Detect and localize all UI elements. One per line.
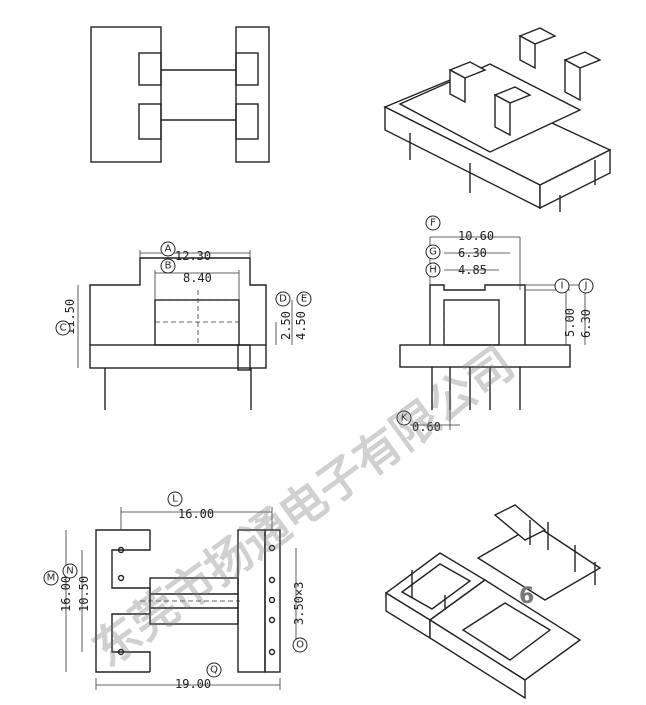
svg-text:N: N bbox=[66, 566, 73, 577]
svg-text:I: I bbox=[561, 281, 564, 292]
dim-j: 6.30 bbox=[579, 309, 593, 338]
tag-k: K bbox=[396, 410, 412, 426]
tag-o: O bbox=[292, 637, 308, 653]
dim-h: 4.85 bbox=[458, 263, 487, 277]
dim-i: 5.00 bbox=[563, 308, 577, 337]
page-number: 6 bbox=[519, 584, 534, 609]
tag-m: M bbox=[43, 570, 59, 586]
tag-n: N bbox=[62, 563, 78, 579]
svg-text:J: J bbox=[584, 281, 588, 292]
svg-text:O: O bbox=[296, 640, 304, 651]
tag-b: B bbox=[160, 258, 176, 274]
front-view-dimensions: 12.30 8.40 11.50 2.50 4.50 A B C D E bbox=[55, 241, 312, 368]
top-view bbox=[90, 26, 270, 163]
svg-text:L: L bbox=[172, 494, 178, 505]
svg-text:F: F bbox=[430, 218, 436, 229]
svg-text:E: E bbox=[301, 294, 307, 305]
dim-q: 19.00 bbox=[175, 677, 211, 691]
side-view bbox=[399, 284, 571, 410]
dim-k: 0.60 bbox=[412, 420, 441, 434]
dim-m: 16.00 bbox=[59, 576, 73, 612]
front-view bbox=[89, 257, 267, 410]
dim-n: 10.50 bbox=[77, 576, 91, 612]
svg-text:H: H bbox=[429, 265, 437, 276]
dim-o: 3.50×3 bbox=[292, 582, 306, 625]
tag-j: J bbox=[578, 278, 594, 294]
bottom-view-dimensions: 16.00 19.00 16.00 10.50 3.50×3 L Q M N O bbox=[43, 491, 308, 691]
svg-text:A: A bbox=[165, 244, 172, 255]
dim-d: 2.50 bbox=[279, 311, 293, 340]
side-view-dimensions: 10.60 6.30 4.85 5.00 6.30 0.60 F G H I J… bbox=[396, 215, 594, 434]
tag-q: Q bbox=[206, 662, 222, 678]
tag-h: H bbox=[425, 262, 441, 278]
dim-a: 12.30 bbox=[175, 249, 211, 263]
tag-g: G bbox=[425, 244, 441, 260]
svg-text:B: B bbox=[165, 261, 172, 272]
tag-c: C bbox=[55, 320, 71, 336]
dim-f: 10.60 bbox=[458, 229, 494, 243]
svg-text:D: D bbox=[279, 294, 287, 305]
tag-i: I bbox=[554, 278, 570, 294]
svg-text:K: K bbox=[401, 413, 408, 424]
svg-text:G: G bbox=[429, 247, 437, 258]
tag-d: D bbox=[275, 291, 291, 307]
dim-b: 8.40 bbox=[183, 271, 212, 285]
svg-text:Q: Q bbox=[210, 665, 218, 676]
tag-f: F bbox=[425, 215, 441, 231]
svg-text:C: C bbox=[60, 323, 67, 334]
isometric-view-top bbox=[383, 27, 612, 212]
dim-l: 16.00 bbox=[178, 507, 214, 521]
tag-a: A bbox=[160, 241, 176, 257]
isometric-view-bottom: 6 bbox=[384, 504, 602, 700]
bottom-view bbox=[95, 529, 281, 673]
dim-g: 6.30 bbox=[458, 246, 487, 260]
svg-text:M: M bbox=[47, 573, 56, 584]
tag-l: L bbox=[167, 491, 183, 507]
tag-e: E bbox=[296, 291, 312, 307]
dim-e: 4.50 bbox=[294, 311, 308, 340]
